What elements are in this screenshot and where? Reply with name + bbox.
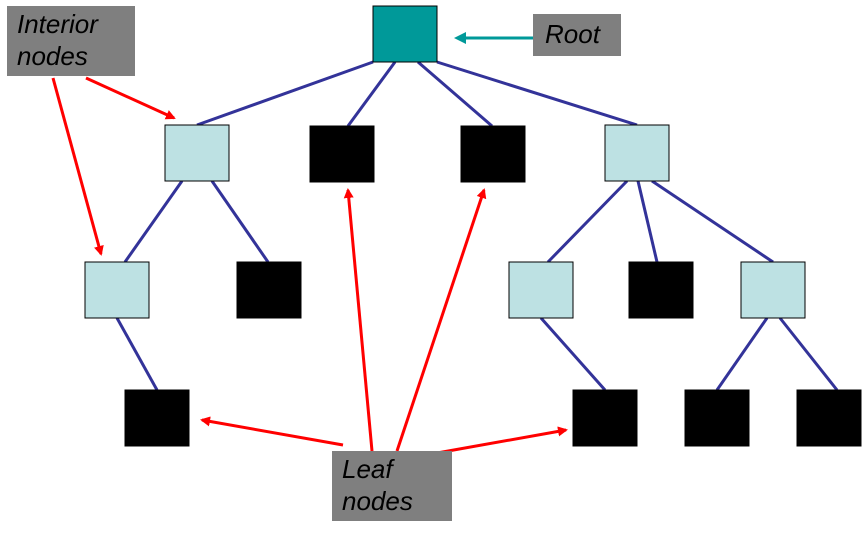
interior-node-i2 [604, 124, 670, 182]
leaf-node-l3 [236, 261, 302, 319]
root-label-text: Root [545, 19, 600, 49]
tree-nodes [84, 5, 862, 447]
leaf-nodes-label-line1: Leaf [342, 454, 393, 484]
edge-root-l2 [417, 60, 493, 128]
interior-nodes-label: Interior nodes [7, 6, 135, 76]
root-pointer-arrowhead [454, 32, 466, 44]
edge-i3-l5 [115, 317, 159, 391]
edge-i1-i3 [123, 180, 184, 263]
interior-node-i3 [84, 261, 150, 319]
edge-root-i2 [436, 60, 638, 127]
interior-node-i5 [740, 261, 806, 319]
leaf-node-l6 [572, 389, 638, 447]
leaf-to-l2-arrow [395, 188, 487, 452]
leaf-nodes-label-line2: nodes [342, 486, 413, 516]
edge-i1-l3 [210, 180, 270, 263]
interior-to-i3-arrow [51, 77, 104, 256]
edge-i2-l4 [636, 180, 659, 263]
leaf-node-l5 [124, 389, 190, 447]
interior-nodes-label-line2: nodes [17, 41, 88, 71]
leaf-node-l7 [684, 389, 750, 447]
leaf-node-l1 [309, 125, 375, 183]
leaf-node-l4 [628, 261, 694, 319]
interior-node-i4 [508, 261, 574, 319]
root-node-root [372, 5, 438, 63]
tree-edges [115, 60, 839, 391]
root-label: Root [533, 14, 621, 56]
edge-i5-l8 [778, 317, 839, 391]
edge-root-l1 [346, 61, 397, 127]
interior-nodes-label-line1: Interior [17, 9, 98, 39]
leaf-to-l5-arrow [200, 416, 344, 447]
annotation-arrows [51, 32, 568, 455]
edge-i5-l7 [715, 317, 769, 391]
leaf-nodes-label: Leaf nodes [332, 451, 452, 521]
leaf-node-l2 [460, 125, 526, 183]
interior-to-i1-arrow [85, 76, 176, 120]
leaf-to-l1-arrow [343, 188, 374, 452]
leaf-node-l8 [796, 389, 862, 447]
interior-node-i1 [164, 124, 230, 182]
leaf-to-l6-arrow [436, 426, 568, 455]
edge-i2-i4 [546, 179, 629, 264]
edge-i4-l6 [539, 317, 607, 391]
edge-i2-i5 [651, 179, 774, 264]
edge-root-i1 [196, 60, 374, 127]
